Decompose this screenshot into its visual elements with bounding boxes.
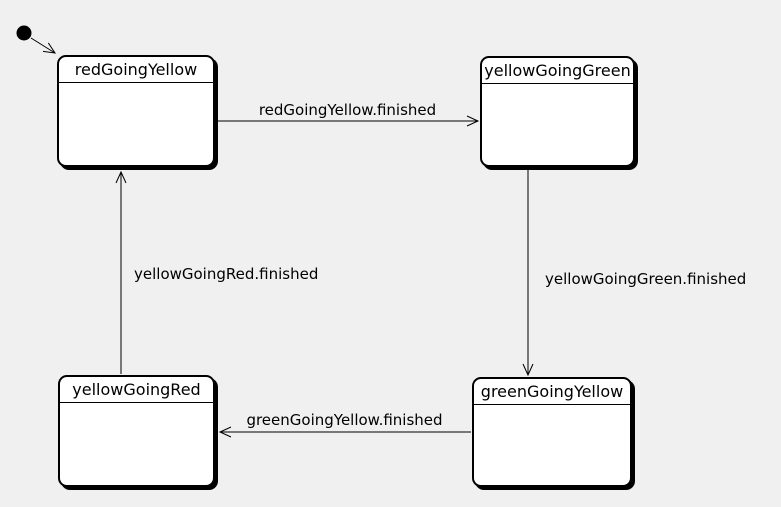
transition-label-yellowGoingRed-finished[interactable]: yellowGoingRed.finished	[134, 265, 319, 283]
state-title-greenGoingYellow[interactable]: greenGoingYellow	[474, 379, 630, 405]
state-body-redGoingYellow	[59, 83, 213, 165]
state-title-yellowGoingGreen[interactable]: yellowGoingGreen	[482, 58, 633, 84]
transition-label-yellowGoingGreen-finished[interactable]: yellowGoingGreen.finished	[545, 270, 747, 288]
initial-transition-arrow[interactable]	[30, 37, 57, 54]
state-greenGoingYellow[interactable]: greenGoingYellow	[472, 377, 632, 487]
state-yellowGoingRed[interactable]: yellowGoingRed	[58, 375, 215, 487]
state-body-yellowGoingGreen	[482, 84, 633, 165]
state-body-greenGoingYellow	[474, 405, 630, 485]
initial-state-dot[interactable]	[16, 25, 32, 41]
state-title-redGoingYellow[interactable]: redGoingYellow	[59, 57, 213, 83]
transition-label-greenGoingYellow-finished[interactable]: greenGoingYellow.finished	[246, 411, 443, 429]
state-yellowGoingGreen[interactable]: yellowGoingGreen	[480, 56, 635, 167]
transition-label-redGoingYellow-finished[interactable]: redGoingYellow.finished	[258, 101, 437, 119]
state-title-yellowGoingRed[interactable]: yellowGoingRed	[60, 377, 213, 403]
state-redGoingYellow[interactable]: redGoingYellow	[57, 55, 215, 167]
state-body-yellowGoingRed	[60, 403, 213, 485]
